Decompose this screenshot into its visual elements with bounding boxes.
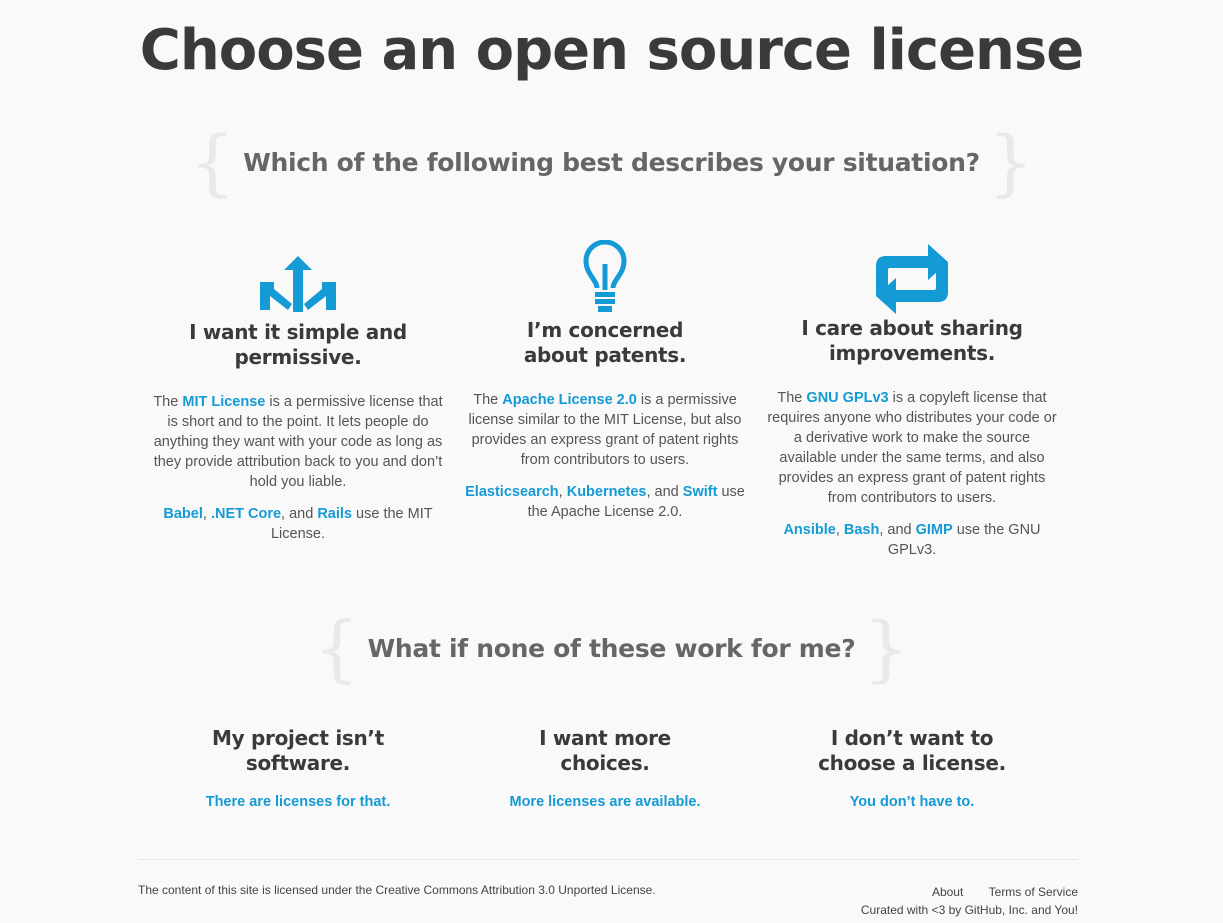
no-license-link[interactable]: You don’t have to. — [849, 794, 975, 810]
option-title: I want more choices. — [539, 726, 671, 775]
left-brace: { — [313, 606, 360, 690]
footer-nav: About Terms of Service Curated with <3 b… — [861, 883, 1078, 919]
mit-license-link[interactable]: MIT License — [182, 394, 266, 410]
option-description: The Apache License 2.0 is a permissive l… — [468, 392, 742, 468]
more-licenses-link[interactable]: More licenses are available. — [509, 794, 701, 810]
babel-link[interactable]: Babel — [163, 506, 203, 522]
option-not-software: My project isn’t software. There are lic… — [152, 726, 444, 811]
alternatives-heading: What if none of these work for me? — [367, 633, 856, 663]
apache-license-link[interactable]: Apache License 2.0 — [502, 392, 637, 408]
option-users: Babel, .NET Core, and Rails use the MIT … — [163, 506, 433, 542]
lightbulb-icon — [583, 240, 627, 312]
gimp-link[interactable]: GIMP — [915, 522, 953, 538]
ansible-link[interactable]: Ansible — [783, 522, 836, 538]
option-description: The GNU GPLv3 is a copyleft license that… — [767, 390, 1057, 506]
gpl-license-link[interactable]: GNU GPLv3 — [806, 390, 889, 406]
alternatives-heading-block: { What if none of these work for me? } — [0, 612, 1223, 684]
option-users: Elasticsearch, Kubernetes, and Swift use… — [465, 484, 745, 520]
option-title: I want it simple and permissive. — [189, 320, 407, 369]
left-brace: { — [189, 120, 236, 204]
about-link[interactable]: About — [931, 885, 964, 899]
kubernetes-link[interactable]: Kubernetes — [566, 484, 647, 500]
dotnet-core-link[interactable]: .NET Core — [210, 506, 282, 522]
option-patents: I’m concerned about patents. The Apache … — [460, 240, 750, 522]
arrows-spread-icon — [260, 256, 336, 312]
rails-link[interactable]: Rails — [317, 506, 352, 522]
option-title: I’m concerned about patents. — [523, 318, 687, 367]
option-title: I don’t want to choose a license. — [818, 726, 1006, 775]
footer-divider — [138, 859, 1078, 860]
right-brace: } — [987, 120, 1034, 204]
option-users: Ansible, Bash, and GIMP use the GNU GPLv… — [783, 522, 1041, 558]
footer-license-notice: The content of this site is licensed und… — [138, 883, 656, 897]
swift-link[interactable]: Swift — [682, 484, 718, 500]
option-simple-permissive: I want it simple and permissive. The MIT… — [152, 256, 444, 544]
situation-heading-block: { Which of the following best describes … — [0, 126, 1223, 198]
curated-by-text: Curated with <3 by GitHub, Inc. and You! — [860, 903, 1078, 917]
option-title: My project isn’t software. — [212, 726, 384, 775]
non-software-licenses-link[interactable]: There are licenses for that. — [205, 794, 391, 810]
situation-heading: Which of the following best describes yo… — [243, 147, 980, 177]
elasticsearch-link[interactable]: Elasticsearch — [465, 484, 559, 500]
option-sharing: I care about sharing improvements. The G… — [767, 244, 1057, 560]
terms-link[interactable]: Terms of Service — [988, 885, 1078, 899]
cc-license-link[interactable]: Creative Commons Attribution 3.0 Unporte… — [375, 883, 653, 897]
repeat-arrows-icon — [876, 244, 948, 314]
option-no-license: I don’t want to choose a license. You do… — [767, 726, 1057, 811]
right-brace: } — [863, 606, 910, 690]
page-title: Choose an open source license — [139, 18, 1084, 83]
bash-link[interactable]: Bash — [843, 522, 880, 538]
option-more-choices: I want more choices. More licenses are a… — [460, 726, 750, 811]
option-description: The MIT License is a permissive license … — [153, 394, 443, 490]
option-title: I care about sharing improvements. — [801, 316, 1023, 365]
